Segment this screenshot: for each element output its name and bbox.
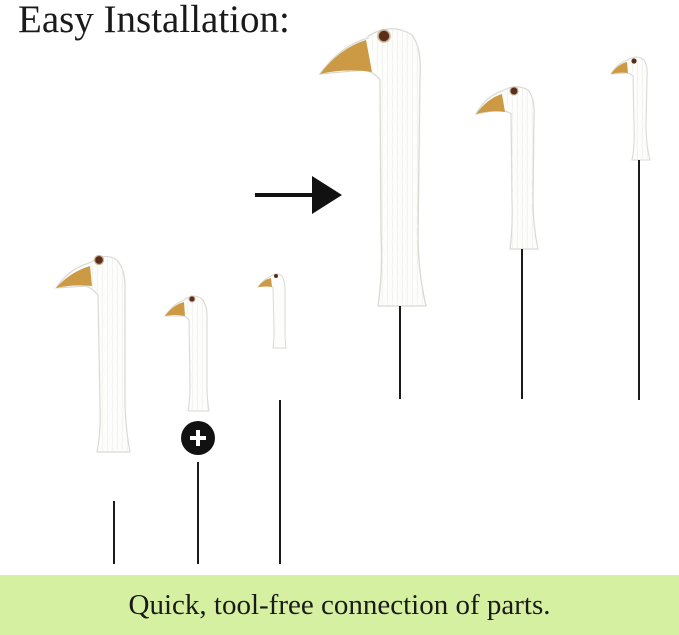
eye-icon: [188, 295, 196, 303]
goose-head-large: [54, 254, 131, 453]
beak-icon: [258, 278, 272, 287]
caption-banner: Quick, tool-free connection of parts.: [0, 575, 679, 635]
goose-medium-assembled: [474, 86, 539, 399]
beak-icon: [56, 266, 92, 288]
beak-icon: [165, 302, 185, 316]
arrow-right-icon: [255, 176, 342, 214]
eye-icon: [377, 29, 391, 43]
plus-circle-icon: [181, 421, 215, 455]
goose-large-assembled: [318, 28, 427, 399]
caption-text: Quick, tool-free connection of parts.: [128, 588, 551, 621]
eye-icon: [274, 274, 278, 278]
beak-icon: [476, 94, 505, 114]
installation-illustration: [54, 28, 651, 564]
eye-icon: [93, 254, 105, 266]
goose-small-parts: [256, 273, 287, 564]
beak-icon: [611, 62, 628, 74]
page-title: Easy Installation:: [18, 0, 290, 41]
goose-head-small: [256, 273, 287, 349]
goose-head-medium: [163, 295, 210, 412]
beak-icon: [320, 40, 372, 74]
eye-icon: [509, 86, 519, 96]
eye-icon: [631, 58, 637, 64]
goose-medium-parts: [163, 295, 210, 564]
goose-large-parts: [54, 254, 131, 564]
goose-small-assembled: [609, 56, 651, 400]
